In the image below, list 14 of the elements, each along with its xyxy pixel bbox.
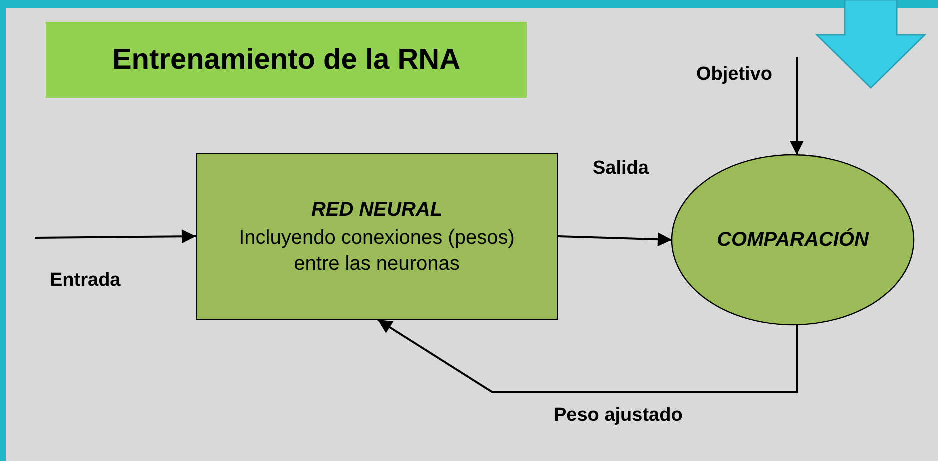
node-heading: COMPARACIÓN [716,227,870,253]
node-heading: RED NEURAL [310,198,444,222]
title-banner: Entrenamiento de la RNA [46,22,527,98]
arrow [35,230,196,244]
node-text: Incluyendo conexiones (pesos) entre las neuronas [238,226,516,276]
edge-label: Entrada [50,270,121,292]
arrow [558,232,672,247]
edge-label: Salida [593,158,649,180]
comparison-ellipse [671,154,915,326]
arrow [378,319,798,393]
edge-label: Peso ajustado [554,405,683,427]
arrow [790,57,804,155]
process-box [196,153,558,320]
node-label: Objetivo [695,62,774,87]
